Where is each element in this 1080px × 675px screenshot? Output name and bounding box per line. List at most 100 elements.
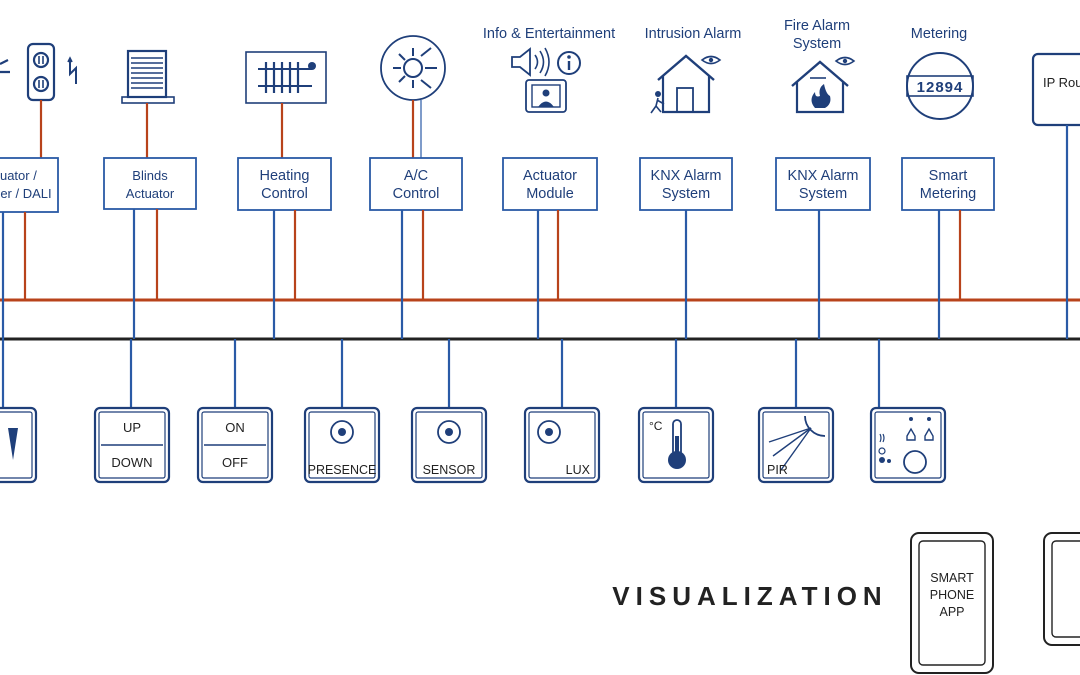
wall-switches: UP DOWN ON OFF PRESENCE SENSOR LUX °C PIR: [0, 406, 947, 484]
lamp-icon: [0, 59, 10, 74]
label-info-entertainment: Info & Entertainment: [483, 26, 615, 42]
icon-connectors: [39, 100, 422, 158]
rocker-bottom-label: DOWN: [111, 455, 152, 470]
switch-plate: [874, 411, 942, 479]
switch-pir: PIR: [757, 406, 835, 484]
module-box: [0, 157, 59, 213]
module-box: [502, 157, 598, 211]
sensor-ring-icon: [330, 420, 354, 444]
room-dial-icon: [903, 450, 927, 474]
rocker-top-label: UP: [123, 420, 141, 435]
switch-light-switch: ON OFF: [196, 406, 274, 484]
info-icon: [557, 51, 581, 75]
module-box: [775, 157, 871, 211]
module-dali: Actuator /Dimmer / DALI: [0, 157, 59, 213]
sensor-dot-icon: [338, 428, 346, 436]
label-metering: Metering: [911, 26, 967, 42]
module-box: [103, 157, 197, 210]
room-dot: [909, 417, 913, 421]
rocker-top-label: ON: [225, 420, 245, 435]
home-icon: [906, 427, 916, 441]
switch-frame: [0, 406, 38, 484]
away-icon: [924, 427, 934, 441]
switch-thermostat: °C: [637, 406, 715, 484]
sensor-label: PRESENCE: [308, 463, 377, 477]
switch-room-controller: [869, 406, 947, 484]
room-dot: [887, 459, 891, 463]
power-bolt-icon: [67, 56, 77, 84]
fire-alarm-icon: [791, 56, 856, 114]
sensor-dot-icon: [445, 428, 453, 436]
pir-sensor-icon: [804, 415, 826, 437]
switch-blinds-switch: UP DOWN: [93, 406, 171, 484]
radiator-icon: [245, 51, 327, 104]
switch-frame: [410, 406, 488, 484]
switch-plate: [528, 411, 596, 479]
thermo-unit-label: °C: [649, 419, 663, 433]
module-ip-router: IP Router: [1043, 75, 1080, 90]
module-box: [369, 157, 463, 211]
switch-plate: [0, 411, 33, 479]
switch-plate: [98, 411, 166, 479]
tablet-device: [1043, 532, 1080, 646]
switch-connectors: [1, 339, 881, 408]
module-label: Actuator /Dimmer / DALI: [0, 168, 52, 201]
switch-lux: LUX: [523, 406, 601, 484]
rocker-bottom-label: OFF: [222, 455, 248, 470]
heat-icon: [879, 433, 885, 443]
sensor-ring-icon: [437, 420, 461, 444]
intercom-icon: [525, 79, 567, 113]
sensor-dot-icon: [545, 428, 553, 436]
socket-icon: [26, 42, 56, 102]
switch-presence: PRESENCE: [303, 406, 381, 484]
switch-sensor: SENSOR: [410, 406, 488, 484]
pir-ray: [772, 427, 812, 457]
top-icon-labels: Info & Entertainment Intrusion Alarm Fir…: [483, 18, 967, 52]
switch-plate: [642, 411, 710, 479]
speaker-icon: [511, 47, 550, 77]
sensor-label: LUX: [566, 463, 591, 477]
switch-dimmer: [0, 406, 38, 484]
switch-plate: [201, 411, 269, 479]
room-dot: [927, 417, 931, 421]
sensor-ring-icon: [537, 420, 561, 444]
intrusion-alarm-icon: [650, 54, 722, 114]
module-bus-connectors: [1, 125, 1069, 339]
pir-label: PIR: [767, 463, 788, 477]
pir-ray: [780, 427, 812, 471]
blinds-icon: [121, 49, 175, 104]
module-box: [901, 157, 995, 211]
fan-icon: [878, 447, 886, 455]
dimmer-arrow-icon: [8, 428, 18, 460]
visualization-title: VISUALIZATION: [612, 581, 887, 611]
ac-icon: [380, 35, 446, 101]
switch-frame: [523, 406, 601, 484]
ip-router-module: [1031, 52, 1080, 127]
switch-plate: [308, 411, 376, 479]
switch-frame: [757, 406, 835, 484]
module-label: IP Router: [1043, 75, 1080, 90]
pir-ray: [768, 427, 812, 443]
thermometer-bulb-icon: [668, 451, 686, 469]
label-intrusion-alarm: Intrusion Alarm: [645, 26, 742, 42]
meter-reading: 12894: [917, 79, 964, 96]
sun-icon: [879, 457, 885, 463]
module-box: [639, 157, 733, 211]
